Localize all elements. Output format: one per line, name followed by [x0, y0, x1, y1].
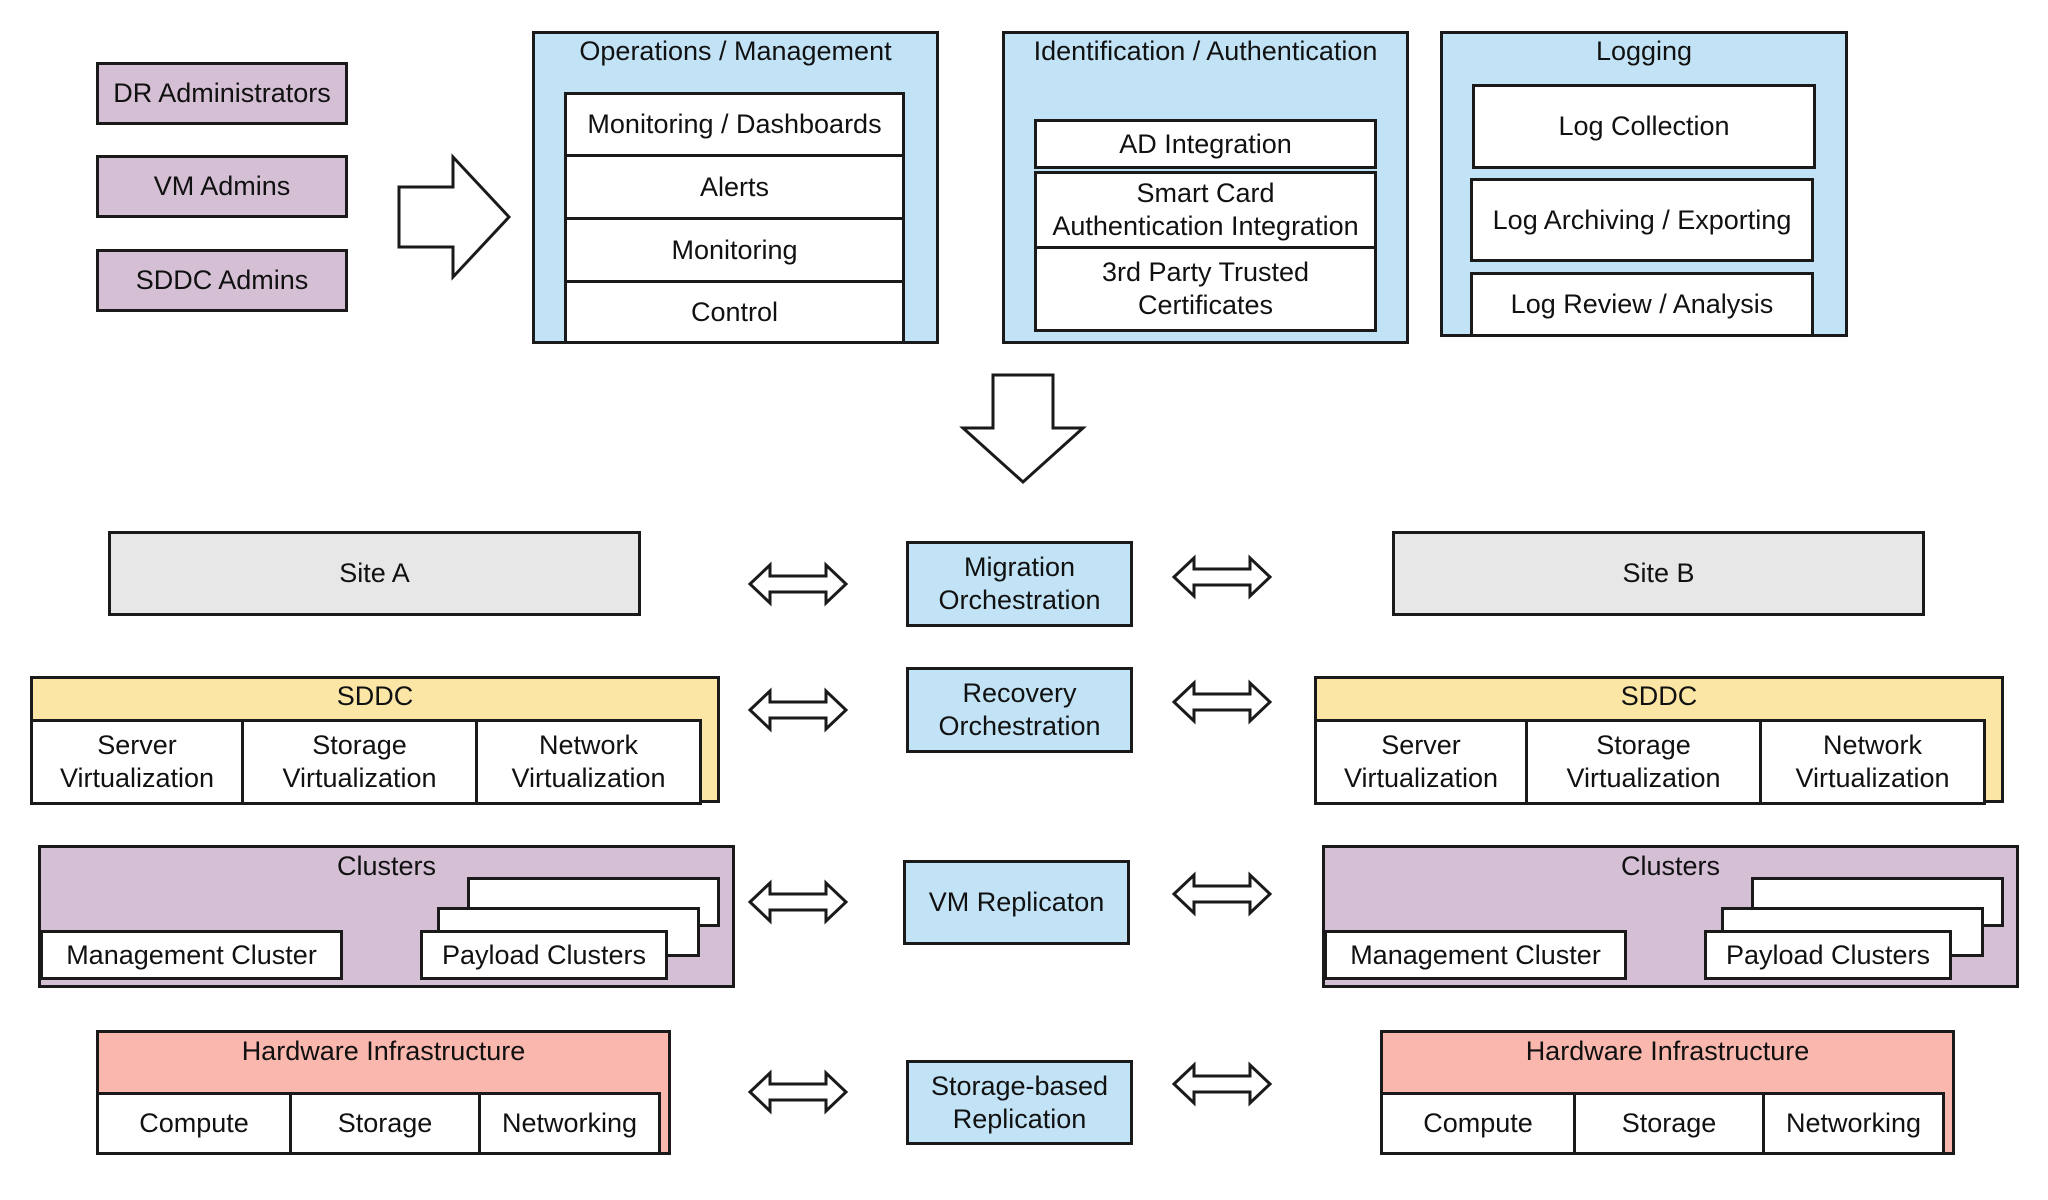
double-arrow-icon	[747, 879, 849, 925]
ops-item-control: Control	[564, 280, 905, 344]
double-arrow-icon	[1171, 554, 1273, 600]
sddc-network-virtualization-site-a: Network Virtualization	[475, 719, 702, 805]
log-item-archiving-exporting: Log Archiving / Exporting	[1470, 178, 1814, 262]
log-item-collection: Log Collection	[1472, 84, 1816, 169]
double-arrow-icon	[747, 1069, 849, 1115]
double-arrow-icon	[1171, 679, 1273, 725]
payload-clusters-site-b: Payload Clusters	[1704, 930, 1952, 980]
hardware-compute-site-a: Compute	[96, 1092, 292, 1155]
identification-authentication-title: Identification / Authentication	[1033, 36, 1378, 66]
sddc-server-virtualization-site-a: Server Virtualization	[30, 719, 244, 805]
payload-clusters-site-a: Payload Clusters	[420, 930, 668, 980]
service-recovery-orchestration: Recovery Orchestration	[906, 667, 1133, 753]
sddc-storage-virtualization-site-b: Storage Virtualization	[1525, 719, 1762, 805]
sddc-title-site-a: SDDC	[336, 681, 414, 711]
management-cluster-site-b: Management Cluster	[1324, 930, 1627, 980]
operations-management-title: Operations / Management	[579, 36, 892, 66]
double-arrow-icon	[747, 561, 849, 607]
double-arrow-icon	[1171, 871, 1273, 917]
sddc-server-virtualization-site-b: Server Virtualization	[1314, 719, 1528, 805]
ops-item-monitoring: Monitoring	[564, 217, 905, 283]
management-cluster-site-a: Management Cluster	[40, 930, 343, 980]
hardware-storage-site-b: Storage	[1573, 1092, 1765, 1155]
hardware-storage-site-a: Storage	[289, 1092, 481, 1155]
clusters-title-site-a: Clusters	[336, 851, 437, 881]
hardware-networking-site-b: Networking	[1762, 1092, 1945, 1155]
auth-item-smart-card: Smart Card Authentication Integration	[1034, 171, 1377, 249]
log-item-review-analysis: Log Review / Analysis	[1470, 272, 1814, 337]
sddc-storage-virtualization-site-a: Storage Virtualization	[241, 719, 478, 805]
logging-title: Logging	[1595, 36, 1693, 66]
clusters-title-site-b: Clusters	[1620, 851, 1721, 881]
auth-item-ad-integration: AD Integration	[1034, 119, 1377, 169]
role-vm-admins: VM Admins	[96, 155, 348, 218]
double-arrow-icon	[747, 687, 849, 733]
service-vm-replication: VM Replicaton	[903, 860, 1130, 945]
auth-item-trusted-certificates: 3rd Party Trusted Certificates	[1034, 246, 1377, 332]
service-storage-based-replication: Storage-based Replication	[906, 1060, 1133, 1145]
right-arrow-icon	[397, 153, 512, 281]
hardware-networking-site-a: Networking	[478, 1092, 661, 1155]
service-migration-orchestration: Migration Orchestration	[906, 541, 1133, 627]
sddc-title-site-b: SDDC	[1620, 681, 1698, 711]
double-arrow-icon	[1171, 1061, 1273, 1107]
role-sddc-admins: SDDC Admins	[96, 249, 348, 312]
site-a-header: Site A	[108, 531, 641, 616]
role-dr-administrators: DR Administrators	[96, 62, 348, 125]
ops-item-monitoring-dashboards: Monitoring / Dashboards	[564, 92, 905, 157]
hardware-compute-site-b: Compute	[1380, 1092, 1576, 1155]
site-b-header: Site B	[1392, 531, 1925, 616]
hardware-title-site-a: Hardware Infrastructure	[241, 1036, 526, 1066]
sddc-network-virtualization-site-b: Network Virtualization	[1759, 719, 1986, 805]
down-arrow-icon	[959, 373, 1087, 485]
ops-item-alerts: Alerts	[564, 154, 905, 220]
hardware-title-site-b: Hardware Infrastructure	[1525, 1036, 1810, 1066]
